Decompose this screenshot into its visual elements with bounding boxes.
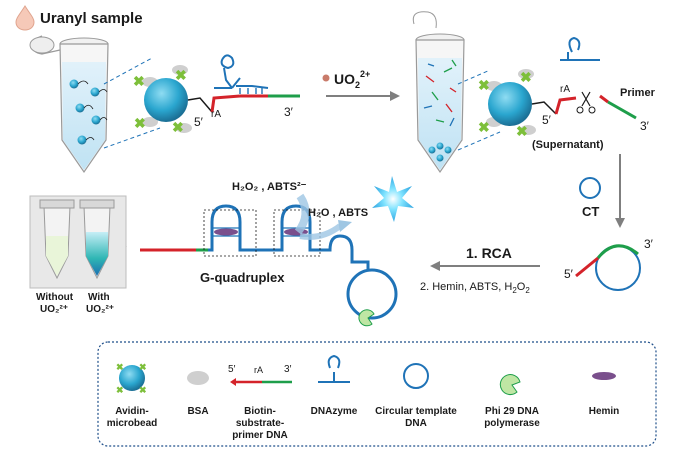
legend-label-avidin-1: Avidin- bbox=[115, 406, 149, 417]
ct-3prime-label: 3′ bbox=[644, 237, 654, 251]
rca-step1-label: 1. RCA bbox=[466, 245, 512, 261]
legend-label-bsa-1: BSA bbox=[187, 406, 208, 417]
legend-bsa-icon bbox=[187, 371, 209, 385]
svg-text:✖: ✖ bbox=[116, 385, 124, 395]
legend-label-avidin-2: microbead bbox=[107, 418, 158, 429]
svg-text:✖: ✖ bbox=[516, 123, 528, 139]
supernatant-label: (Supernatant) bbox=[532, 139, 604, 151]
gquad-box-1 bbox=[203, 209, 257, 257]
reaction-curve-out bbox=[299, 223, 342, 240]
tubes-photo bbox=[29, 195, 127, 289]
legend-labels: Avidin-microbead BSA Biotin-substrate-prim… bbox=[107, 406, 620, 441]
ct-5prime-label: 5′ bbox=[564, 267, 574, 281]
svg-text:✖: ✖ bbox=[139, 362, 147, 372]
without-label: Without bbox=[36, 292, 74, 303]
svg-text:✖: ✖ bbox=[520, 69, 532, 85]
legend-strand-3prime: 3′ bbox=[284, 364, 292, 375]
gquadruplex-label: G-quadruplex bbox=[200, 270, 285, 285]
primer-label: Primer bbox=[620, 87, 656, 99]
legend-label-phi29-1: Phi 29 DNA bbox=[485, 406, 539, 417]
legend-hemin-icon bbox=[592, 372, 616, 380]
svg-text:✖: ✖ bbox=[478, 77, 490, 93]
phi29-marker bbox=[358, 309, 375, 327]
reagents-label: H₂O₂ , ABTS²⁻ bbox=[232, 181, 307, 193]
legend-strand-5prime: 5′ bbox=[228, 364, 236, 375]
right-3prime-label: 3′ bbox=[640, 119, 650, 133]
svg-text:✖: ✖ bbox=[116, 362, 124, 372]
sample-drop-icon bbox=[15, 5, 35, 31]
uranyl-sample-label: Uranyl sample bbox=[40, 10, 143, 27]
uranyl-ion-label: UO22+ bbox=[334, 69, 370, 90]
reaction-arrow-head bbox=[338, 220, 352, 232]
primer-circular-template bbox=[575, 244, 641, 291]
svg-text:✖: ✖ bbox=[172, 119, 184, 135]
legend-strand-rA: rA bbox=[254, 365, 263, 375]
ct-label: CT bbox=[582, 204, 599, 219]
legend-avidin-icon: ✖ ✖ ✖ ✖ bbox=[116, 362, 147, 395]
legend-box bbox=[97, 341, 657, 447]
svg-text:✖: ✖ bbox=[133, 73, 145, 89]
svg-text:✖: ✖ bbox=[134, 115, 146, 131]
legend-label-ctdna-1: Circular template bbox=[375, 406, 457, 417]
with-ion-label: UO₂²⁺ bbox=[86, 304, 114, 315]
uranyl-ion-dot bbox=[322, 74, 330, 82]
legend-label-bsp-2: substrate- bbox=[236, 418, 284, 429]
avidin-microbead-complex-left: ✖ ✖ ✖ ✖ bbox=[133, 54, 300, 135]
legend-dnazyme-icon bbox=[318, 354, 350, 383]
legend-phi29-icon bbox=[499, 374, 521, 396]
products-label: H₂O , ABTS bbox=[308, 207, 368, 219]
ct-circle-icon bbox=[579, 177, 601, 199]
cleavage-tube bbox=[412, 11, 465, 174]
left-rA-label: rA bbox=[211, 109, 221, 120]
legend-label-phi29-2: polymerase bbox=[484, 418, 540, 429]
legend-label-dnazyme-1: DNAzyme bbox=[311, 406, 358, 417]
legend-strand-icon bbox=[230, 378, 292, 386]
legend-label-hemin-1: Hemin bbox=[589, 406, 620, 417]
avidin-microbead-complex-right: ✖ ✖ ✖ ✖ bbox=[478, 36, 637, 139]
legend-circular-template-icon bbox=[403, 363, 429, 389]
reaction-curve-in bbox=[294, 193, 310, 235]
legend-label-ctdna-2: DNA bbox=[405, 418, 427, 429]
left-5prime-label: 5′ bbox=[194, 115, 204, 129]
legend-label-bsp-1: Biotin- bbox=[244, 406, 276, 417]
svg-text:✖: ✖ bbox=[175, 67, 187, 83]
rca-product-strand bbox=[140, 204, 398, 320]
with-label: With bbox=[88, 292, 110, 303]
right-5prime-label: 5′ bbox=[542, 113, 552, 127]
sample-tube bbox=[29, 35, 109, 174]
legend-label-bsp-3: primer DNA bbox=[232, 430, 288, 441]
svg-text:✖: ✖ bbox=[139, 385, 147, 395]
hemin-marker-1 bbox=[214, 228, 238, 236]
right-rA-label: rA bbox=[560, 84, 570, 95]
signal-glow-icon bbox=[372, 176, 414, 222]
svg-text:✖: ✖ bbox=[478, 119, 490, 135]
left-3prime-label: 3′ bbox=[284, 105, 294, 119]
without-ion-label: UO₂²⁺ bbox=[40, 304, 68, 315]
rca-step2-label: 2. Hemin, ABTS, H2O2 bbox=[420, 281, 530, 295]
